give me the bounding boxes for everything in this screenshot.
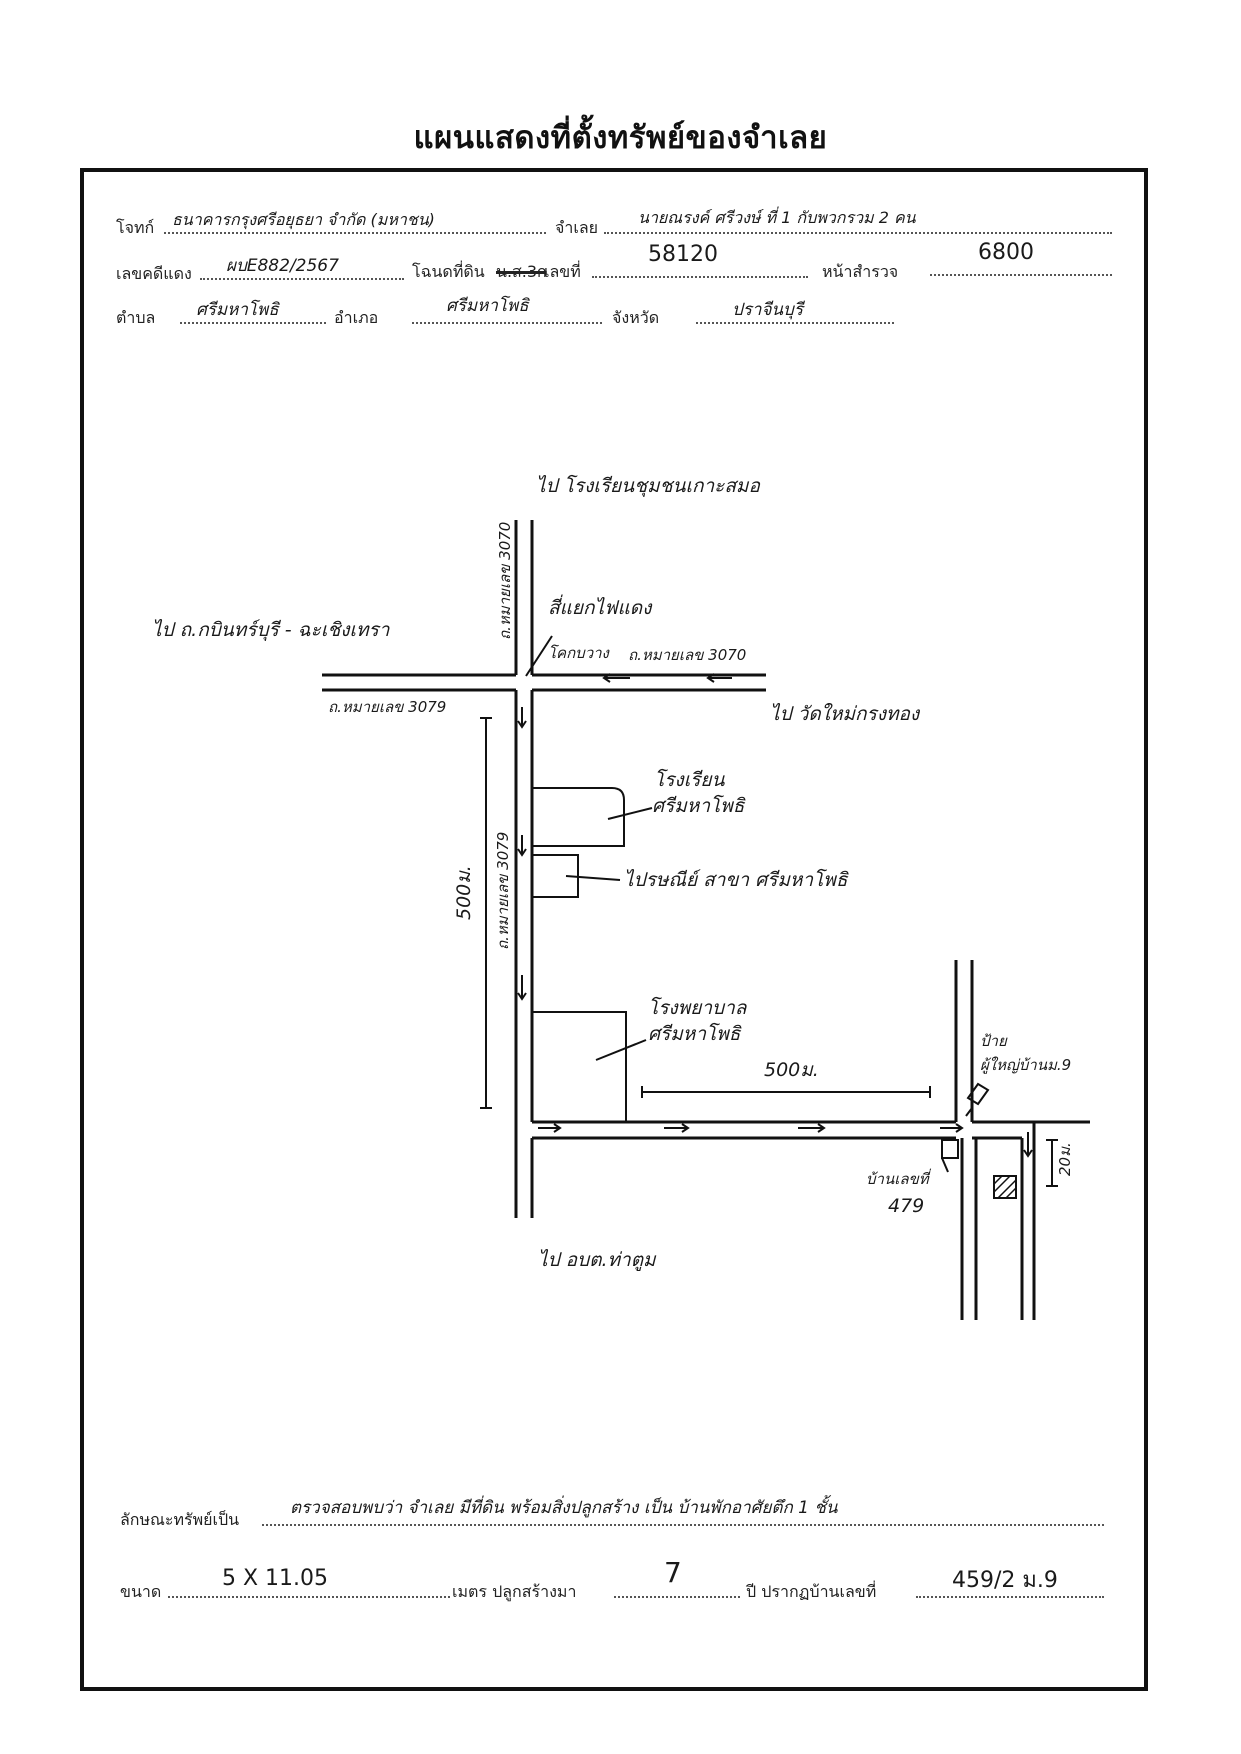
subdistrict-value: ศรีมหาโพธิ [196, 300, 279, 320]
defendant-label: จำเลย [555, 218, 599, 237]
deed-label: โฉนดที่ดิน [412, 262, 485, 281]
sign-icon [965, 1082, 990, 1117]
label-sign-line2: ผู้ใหญ่บ้านม.9 [980, 1056, 1071, 1074]
distance-marker-side [1046, 1139, 1058, 1187]
case-no-value: ผบE882/2567 [226, 256, 339, 276]
survey-page-label: หน้าสำรวจ [822, 262, 899, 281]
deed-type-struck: น.ส.3ก [496, 262, 547, 281]
size-dotted-line [168, 1596, 450, 1598]
label-road-3070-vertical: ถ.หมายเลข 3070 [496, 522, 514, 640]
district-label: อำเภอ [334, 308, 379, 327]
label-sign-line1: ป้าย [980, 1032, 1008, 1050]
defendant-dotted-line [604, 232, 1112, 234]
property-label: ลักษณะทรัพย์เป็น [120, 1510, 240, 1529]
label-kok-bang: โคกบวาง [548, 644, 611, 662]
school-pointer [607, 807, 653, 820]
label-side-distance: 20ม. [1056, 1142, 1074, 1176]
label-post-office: ไปรษณีย์ สาขา ศรีมหาโพธิ [624, 868, 849, 891]
label-road-3070-horizontal: ถ.หมายเลข 3070 [628, 646, 746, 664]
label-hospital-line1: โรงพยาบาล [648, 996, 748, 1019]
deed-no-label: เลขที่ [544, 262, 581, 281]
label-traffic-light: สี่แยกไฟแดง [548, 594, 653, 619]
size-value: 5 X 11.05 [222, 1566, 329, 1591]
traffic-light-pointer [525, 635, 553, 677]
built-value: 7 [664, 1556, 682, 1589]
label-to-wat: ไป วัดใหม่กรงทอง [770, 702, 921, 725]
label-road-3079-vertical: ถ.หมายเลข 3079 [494, 832, 512, 950]
document-frame [80, 168, 1148, 1691]
page-title: แผนแสดงที่ตั้งทรัพย์ของจำเลย [413, 120, 828, 156]
subdistrict-label: ตำบล [116, 308, 156, 327]
district-dotted-line [412, 322, 602, 324]
label-road-3079-horizontal: ถ.หมายเลข 3079 [328, 698, 446, 716]
label-house-no: 479 [888, 1195, 924, 1217]
subdistrict-dotted-line [180, 322, 326, 324]
defendant-value: นายณรงค์ ศรีวงษ์ ที่ 1 กับพวกรวม 2 คน [638, 208, 916, 227]
built-dotted-line [614, 1596, 740, 1598]
house-no-value: 459/2 ม.9 [952, 1568, 1058, 1593]
hatched-building-icon [993, 1175, 1017, 1199]
built-label: เมตร ปลูกสร้างมา [452, 1582, 577, 1601]
hospital-pointer [595, 1039, 647, 1061]
label-house: บ้านเลขที่ [866, 1168, 932, 1188]
property-dotted-line [262, 1524, 1104, 1526]
hospital-building [532, 1011, 627, 1122]
deed-no-value: 58120 [648, 242, 718, 267]
province-dotted-line [696, 322, 894, 324]
label-to-school: ไป โรงเรียนชุมชนเกาะสมอ [536, 474, 761, 497]
case-no-dotted-line [200, 278, 404, 280]
traffic-arrows [517, 673, 1033, 1158]
plaintiff-value: ธนาคารกรุงศรีอยุธยา จำกัด (มหาชน) [172, 210, 435, 229]
survey-page-value: 6800 [978, 240, 1034, 265]
house-pointer [941, 1157, 949, 1173]
survey-page-dotted-line [930, 274, 1112, 276]
school-building [532, 787, 625, 847]
label-to-obt: ไป อบต.ท่าตูม [538, 1248, 657, 1271]
deed-no-dotted-line [592, 276, 808, 278]
house-no-dotted-line [916, 1596, 1104, 1598]
label-to-kabin: ไป ถ.กบินทร์บุรี - ฉะเชิงเทรา [152, 618, 391, 641]
distance-marker-horizontal [641, 1086, 931, 1098]
size-label: ขนาด [120, 1582, 162, 1601]
distance-marker-vertical [480, 717, 492, 1109]
label-school-line2: ศรีมหาโพธิ [652, 794, 746, 817]
label-distance-horizontal: 500ม. [764, 1059, 819, 1081]
house-plot [941, 1139, 959, 1159]
label-school-line1: โรงเรียน [654, 768, 726, 791]
province-label: จังหวัด [612, 308, 660, 327]
plaintiff-dotted-line [164, 232, 546, 234]
case-no-label: เลขคดีแดง [116, 264, 192, 283]
property-value: ตรวจสอบพบว่า จำเลย มีที่ดิน พร้อมสิ่งปลู… [290, 1498, 838, 1518]
plaintiff-label: โจทก์ [116, 218, 155, 237]
label-distance-vertical: 500ม. [453, 865, 475, 920]
house-no-label: ปี ปรากฏบ้านเลขที่ [746, 1582, 877, 1601]
district-value: ศรีมหาโพธิ [446, 296, 529, 316]
label-hospital-line2: ศรีมหาโพธิ [648, 1022, 742, 1045]
province-value: ปราจีนบุรี [732, 300, 803, 320]
post-office-pointer [565, 875, 621, 881]
